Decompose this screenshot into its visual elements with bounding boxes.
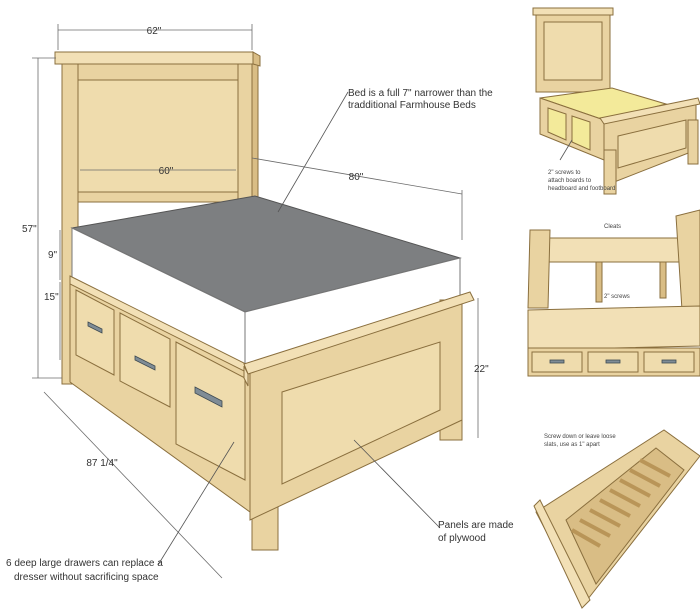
dim-label-9: 9" xyxy=(48,250,58,261)
callout-drawers-line2: dresser without sacrificing space xyxy=(14,572,159,583)
footboard xyxy=(243,291,475,521)
dim-label-87: 87 1/4" xyxy=(86,458,118,469)
thumbnail-storage-frame: 2" screws to attach boards to headboard … xyxy=(528,0,700,208)
slats xyxy=(571,458,671,548)
dim-label-15: 15" xyxy=(44,292,59,303)
thumbnail-cleats: Cleats 2" screws xyxy=(527,208,700,396)
drawer-2 xyxy=(119,312,171,408)
drawer-1 xyxy=(75,289,115,376)
callout-panels-line2: of plywood xyxy=(438,533,486,544)
thumb1-note-line2: attach boards to xyxy=(548,178,592,184)
main-bed-drawing: 62" 60" 80" 57" 9" 15" 22" 87 1/4" Bed i… xyxy=(6,24,514,583)
callout-narrower-line1: Bed is a full 7" narrower than the xyxy=(348,88,493,99)
thumb2-note-screws: 2" screws xyxy=(604,294,630,300)
thumb3-note-line2: slats, use as 1" apart xyxy=(544,442,600,448)
callout-panels-line1: Panels are made xyxy=(438,520,514,531)
dim-label-60: 60" xyxy=(159,166,174,177)
thumb1-note-line3: headboard and footboard xyxy=(548,186,615,192)
dim-label-62: 62" xyxy=(147,26,162,37)
thumb2-note-cleats: Cleats xyxy=(604,224,621,230)
dim-label-80: 80" xyxy=(349,172,364,183)
dim-label-22: 22" xyxy=(474,364,489,375)
callout-narrower-line2: tradditional Farmhouse Beds xyxy=(348,100,476,111)
thumb1-note-line1: 2" screws to xyxy=(548,170,581,176)
dimension-lines xyxy=(32,24,479,579)
thumb3-note-line1: Screw down or leave loose xyxy=(544,434,616,440)
drawer-3 xyxy=(175,341,246,481)
dim-label-57: 57" xyxy=(22,224,37,235)
callout-leaders xyxy=(157,91,441,566)
callout-drawers-line1: 6 deep large drawers can replace a xyxy=(6,558,163,569)
thumbnail-slats: Screw down or leave loose slats, use as … xyxy=(528,400,700,614)
